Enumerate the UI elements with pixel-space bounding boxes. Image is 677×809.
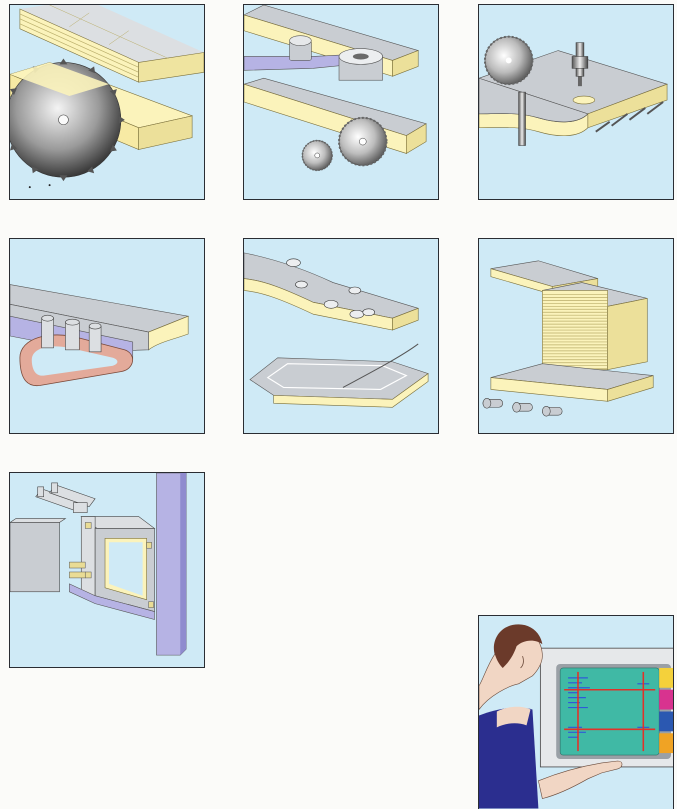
veneer-pressing-illustration: [478, 238, 674, 434]
panel-cutting-saw-illustration: [9, 4, 205, 200]
profile-shaping-illustration: [9, 238, 205, 434]
curved-edge-milling-illustration: [243, 238, 439, 434]
operator-monitor-illustration: [478, 615, 674, 809]
circular-saws-icon: [244, 5, 427, 172]
shaper-cutter-icon: [10, 284, 190, 386]
cabinet-assembly-illustration: [9, 472, 205, 668]
drilling-routing-illustration: [478, 4, 674, 200]
edge-profiling-saws-illustration: [243, 4, 439, 200]
operator-screen-icon: [479, 624, 673, 809]
circular-saw-icon: [10, 5, 204, 189]
press-stack-icon: [482, 260, 654, 417]
clamp-frame-icon: [10, 473, 187, 656]
milling-cutter-icon: [244, 252, 429, 408]
drill-bit-icon: [479, 35, 668, 146]
